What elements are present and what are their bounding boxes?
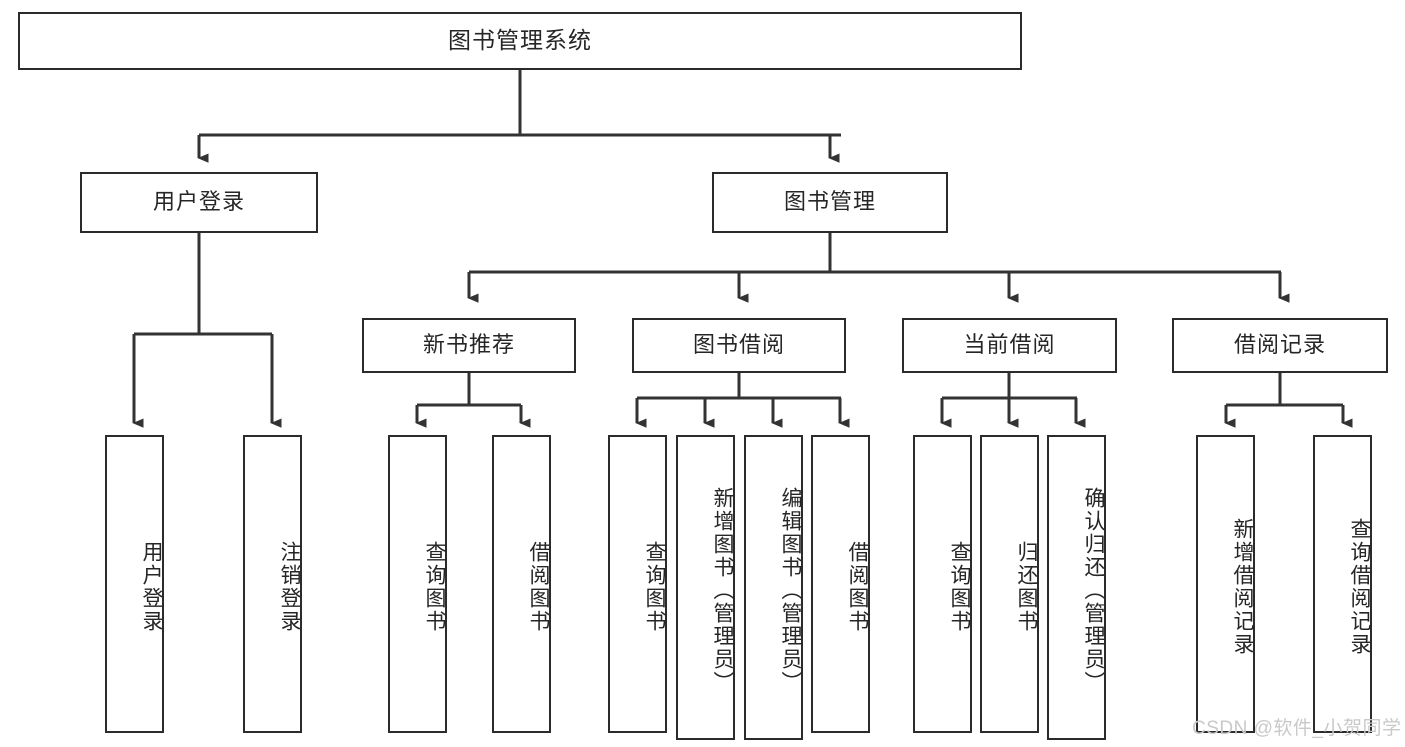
leaf-label: 借阅图书: [846, 541, 869, 633]
node-new-book-recommend[interactable]: 新书推荐: [362, 318, 576, 373]
leaf-add-book[interactable]: 新增图书（管理员）: [676, 435, 735, 740]
leaf-label: 新增借阅记录: [1231, 518, 1254, 656]
leaf-query-book-current[interactable]: 查询图书: [913, 435, 972, 733]
leaf-query-book-borrow[interactable]: 查询图书: [608, 435, 667, 733]
leaf-logout-login[interactable]: 注销登录: [243, 435, 302, 733]
leaf-confirm-return[interactable]: 确认归还（管理员）: [1047, 435, 1106, 740]
leaf-return-book[interactable]: 归还图书: [980, 435, 1039, 733]
leaf-query-book-recommend[interactable]: 查询图书: [388, 435, 447, 733]
leaf-label: 编辑图书（管理员）: [779, 487, 802, 694]
leaf-label: 用户登录: [140, 541, 163, 633]
leaf-label: 查询图书: [643, 541, 666, 633]
node-book-borrow[interactable]: 图书借阅: [632, 318, 846, 373]
node-root-system[interactable]: 图书管理系统: [18, 12, 1022, 70]
leaf-label: 确认归还（管理员）: [1082, 487, 1105, 694]
node-book-management[interactable]: 图书管理: [712, 172, 948, 233]
leaf-label: 归还图书: [1015, 541, 1038, 633]
node-current-borrow[interactable]: 当前借阅: [902, 318, 1117, 373]
leaf-label: 新增图书（管理员）: [711, 487, 734, 694]
csdn-watermark: CSDN @软件_小贺同学: [1192, 718, 1402, 739]
leaf-user-login[interactable]: 用户登录: [105, 435, 164, 733]
node-user-login[interactable]: 用户登录: [80, 172, 318, 233]
leaf-label: 借阅图书: [527, 541, 550, 633]
leaf-label: 查询图书: [423, 541, 446, 633]
leaf-borrow-book-recommend[interactable]: 借阅图书: [492, 435, 551, 733]
leaf-label: 查询图书: [948, 541, 971, 633]
leaf-edit-book[interactable]: 编辑图书（管理员）: [744, 435, 803, 740]
leaf-borrow-book[interactable]: 借阅图书: [811, 435, 870, 733]
node-borrow-record[interactable]: 借阅记录: [1172, 318, 1388, 373]
leaf-query-borrow-record[interactable]: 查询借阅记录: [1313, 435, 1372, 733]
leaf-label: 注销登录: [278, 541, 301, 633]
leaf-add-borrow-record[interactable]: 新增借阅记录: [1196, 435, 1255, 733]
leaf-label: 查询借阅记录: [1348, 518, 1371, 656]
